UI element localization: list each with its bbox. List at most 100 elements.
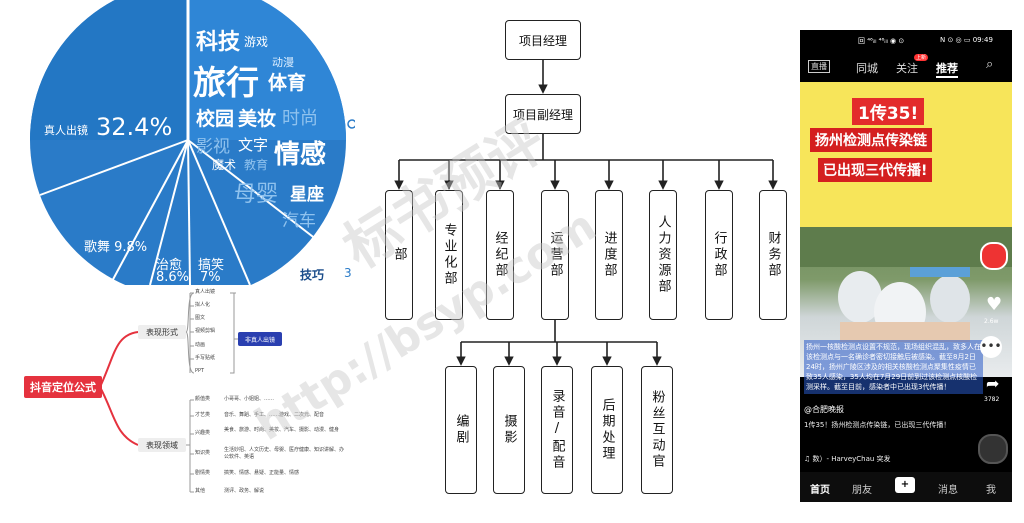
slice-value-jiqiao: 3 — [344, 266, 352, 280]
pie-divider — [187, 139, 331, 251]
word-wenzi: 文字 — [238, 136, 269, 154]
pie-divider — [187, 139, 251, 285]
word-youxi: 游戏 — [244, 35, 269, 49]
field-desc: 生活妙招、人文历史、母婴、医疗健康、知识讲解、办公软件、英语 — [224, 447, 345, 460]
word-xiaoyuan: 校园 — [196, 108, 235, 130]
form-item: 拟人化 — [195, 302, 211, 308]
comment-icon[interactable]: ••• — [980, 336, 1002, 358]
pie-leader-dot — [347, 119, 355, 129]
word-lvxing: 旅行 — [193, 63, 259, 102]
word-dongman: 动漫 — [272, 56, 294, 69]
word-jiaoyu: 教育 — [244, 158, 269, 172]
org-dept: 行政部 — [705, 190, 733, 320]
org-subunit: 录音/配音 — [541, 366, 573, 494]
create-button[interactable]: + — [895, 477, 915, 493]
live-button[interactable]: 直播 — [808, 60, 830, 73]
highlight-non-real: 非真人出镜 — [238, 332, 282, 346]
word-qinggan: 情感 — [274, 140, 327, 170]
org-dept: 经纪部 — [486, 190, 514, 320]
word-meizhuang: 美妆 — [238, 108, 277, 130]
org-dept: 进度部 — [595, 190, 623, 320]
slice-value-gaoxiao: 7% — [200, 270, 221, 285]
video-description: 1传35！扬州检测点传染链，已出现三代传播！ — [804, 421, 951, 429]
video-scene-illustration — [800, 227, 1012, 342]
slice-label-gewu: 歌舞 9.8% — [84, 240, 148, 255]
top-nav: 直播 同城 关注 上新 推荐 ⌕ — [800, 54, 1012, 80]
field-desc: 搞笑、情感、悬疑、正能量、情感 — [224, 470, 300, 476]
share-count: 3782 — [984, 396, 1000, 403]
pie-slice-domains — [188, 0, 346, 140]
branch-forms: 表现形式 — [138, 325, 186, 339]
tab-messages[interactable]: 消息 — [938, 485, 958, 496]
field-name: 兴趣类 — [195, 430, 211, 436]
status-left: 回 ⁴⁶ᵢₗₗ ⁴⁶ᵢₗₗ ◉ ⊙ — [858, 37, 905, 45]
org-dept: 人力资源部 — [649, 190, 677, 320]
tab-recommend[interactable]: 推荐 — [936, 60, 958, 78]
pie-divider — [187, 139, 191, 285]
org-dept: 财务部 — [759, 190, 787, 320]
bottom-tab-bar: 首页 朋友 + 消息 我 — [800, 472, 1012, 502]
field-name: 知识类 — [195, 450, 211, 456]
field-name: 才艺类 — [195, 412, 211, 418]
search-icon[interactable]: ⌕ — [986, 57, 994, 72]
org-dept: 部 — [385, 190, 413, 320]
pie-chart-graphic — [30, 0, 355, 285]
org-dept: 专业化部 — [435, 190, 463, 320]
phone-screenshot: 回 ⁴⁶ᵢₗₗ ⁴⁶ᵢₗₗ ◉ ⊙ N ⊙ ◎ ▭ 09:49 直播 同城 关注… — [800, 30, 1012, 502]
org-chart: 项目经理 项目副经理 部 专业化部 经纪部 运营部 进度部 人力资源部 行政部 … — [355, 0, 790, 523]
like-count: 2.6w — [984, 318, 999, 325]
mind-root: 抖音定位公式 — [24, 376, 102, 398]
org-node-deputy: 项目副经理 — [505, 94, 581, 134]
mind-map-connectors — [99, 292, 238, 493]
field-desc: 小哥哥、小姐姐、…… — [224, 396, 275, 402]
mind-map: 抖音定位公式 表现形式 表现领域 真人出镜 拟人化 图文 视频剪辑 动画 手写贴… — [0, 285, 355, 523]
field-desc: 音乐、舞蹈、手工、……游戏、二次元、配音 — [224, 412, 325, 418]
word-shishang: 时尚 — [282, 108, 318, 129]
org-subunit: 粉丝互动官 — [641, 366, 673, 494]
tab-follow[interactable]: 关注 — [896, 62, 918, 75]
word-yingshi: 影视 — [196, 137, 230, 157]
field-desc: 测评、政务、解说 — [224, 488, 265, 494]
word-qiche: 汽车 — [282, 211, 316, 231]
org-subunit: 摄影 — [493, 366, 525, 494]
form-item: 视频剪辑 — [195, 328, 216, 334]
word-xingzuo: 星座 — [290, 185, 324, 205]
org-subunit: 后期处理 — [591, 366, 623, 494]
org-subunit: 编剧 — [445, 366, 477, 494]
field-name: 颜值类 — [195, 396, 211, 402]
form-item: 手写贴纸 — [195, 355, 216, 361]
follow-badge: 上新 — [914, 54, 929, 61]
status-right: N ⊙ ◎ ▭ 09:49 — [940, 36, 993, 44]
slice-value-zhiyu: 8.6% — [156, 270, 190, 285]
pie-slice-real-person — [30, 0, 188, 140]
share-icon[interactable]: ➦ — [986, 374, 1000, 393]
slice-label-real-person: 真人出镜 — [44, 124, 88, 137]
word-muying: 母婴 — [234, 182, 279, 207]
word-keji: 科技 — [196, 30, 241, 55]
tab-city[interactable]: 同城 — [856, 62, 878, 75]
headline-line3: 已出现三代传播! — [818, 158, 933, 182]
music-info[interactable]: ♫ 数）- HarveyChau 突发 — [804, 455, 891, 463]
word-cloud-pie-chart: 科技 游戏 动漫 旅行 体育 校园 美妆 时尚 影视 文字 情感 魔术 教育 母… — [0, 0, 355, 285]
word-moshu: 魔术 — [212, 158, 237, 172]
music-disc-icon[interactable] — [978, 434, 1008, 464]
org-dept: 运营部 — [541, 190, 569, 320]
tab-me[interactable]: 我 — [986, 485, 996, 496]
form-item: PPT — [195, 368, 205, 374]
form-item: 真人出镜 — [195, 289, 216, 295]
form-item: 图文 — [195, 315, 206, 321]
slice-label-gaoxiao: 搞笑 — [198, 258, 225, 273]
org-node-manager: 项目经理 — [505, 20, 581, 60]
tab-home[interactable]: 首页 — [810, 485, 830, 496]
status-bar: 回 ⁴⁶ᵢₗₗ ⁴⁶ᵢₗₗ ◉ ⊙ N ⊙ ◎ ▭ 09:49 — [800, 30, 1012, 50]
tab-friends[interactable]: 朋友 — [852, 485, 872, 496]
pie-divider — [109, 139, 189, 285]
word-tiyu: 体育 — [268, 72, 307, 94]
form-item: 动画 — [195, 342, 206, 348]
author-avatar[interactable] — [980, 242, 1008, 270]
field-desc: 美食、旅游、时尚、美妆、汽车、摄影、动漫、健身 — [224, 427, 340, 433]
video-caption-overlay: 扬州一核酸检测点设置不规范，现场组织混乱，致多人在该检测点与一名确诊者密切接触后… — [804, 340, 983, 394]
slice-label-jiqiao: 技巧 — [300, 268, 325, 282]
author-name[interactable]: @合肥晚报 — [804, 405, 844, 414]
like-icon[interactable]: ♥ — [986, 294, 1003, 315]
